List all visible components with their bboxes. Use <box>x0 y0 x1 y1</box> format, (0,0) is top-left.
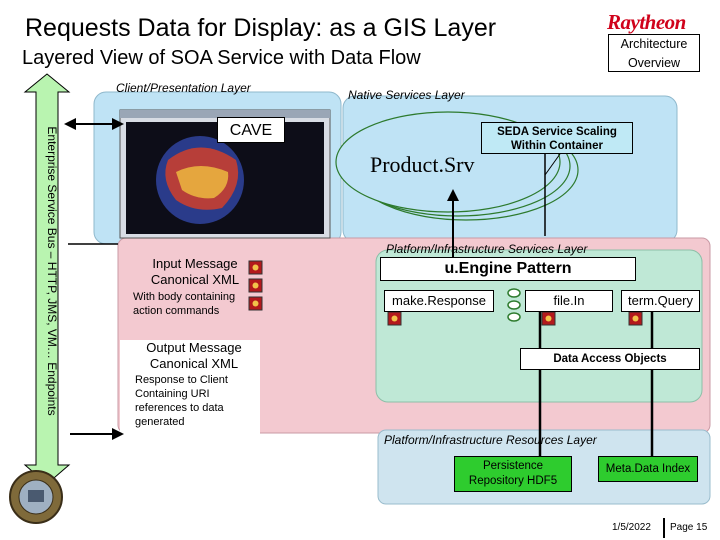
output-body-line-3: references to data <box>135 402 224 414</box>
native-layer-label: Native Services Layer <box>348 88 465 102</box>
esb-label: Enterprise Service Bus – HTTP, JMS, VM… … <box>34 126 59 426</box>
input-body-line-1: With body containing <box>133 291 236 303</box>
footer-date: 1/5/2022 <box>612 522 651 533</box>
raytheon-logo: Raytheon <box>607 10 686 34</box>
seda-scaling-box: SEDA Service Scaling Within Container <box>481 122 633 154</box>
uengine-icons <box>387 311 643 326</box>
output-message-panel <box>120 340 260 435</box>
uengine-pattern-title: u.Engine Pattern <box>380 257 636 281</box>
output-title-line-2: Canonical XML <box>149 356 239 371</box>
cave-screenshot-toolbar <box>120 110 330 118</box>
input-body-line-2: action commands <box>133 305 220 317</box>
input-message-body: With body containing action commands <box>133 290 251 318</box>
output-body-line-4: generated <box>135 416 185 428</box>
persistence-line-2: Repository HDF5 <box>468 475 558 487</box>
platform-services-label: Platform/Infrastructure Services Layer <box>386 242 588 256</box>
agency-seal-center <box>28 490 44 502</box>
seda-connector <box>544 153 561 176</box>
make-response-box: make.Response <box>384 290 494 312</box>
badge-line-2: Overview <box>627 56 681 70</box>
uengine-connector-3 <box>507 312 521 322</box>
footer-page-number: Page 15 <box>670 522 708 533</box>
output-message-title: Output Message Canonical XML <box>138 340 250 372</box>
platform-resources-label: Platform/Infrastructure Resources Layer <box>384 433 597 447</box>
persistence-line-1: Persistence <box>482 460 544 472</box>
output-body-line-1: Response to Client <box>135 374 228 386</box>
esb-label-text: Enterprise Service Bus – HTTP, JMS, VM… … <box>45 126 59 416</box>
page-title: Requests Data for Display: as a GIS Laye… <box>25 14 497 42</box>
seda-line-1: SEDA Service Scaling <box>497 126 617 138</box>
badge-line-1: Architecture <box>620 37 688 51</box>
input-message-icons <box>248 260 263 311</box>
cave-label: CAVE <box>217 117 285 143</box>
page-subtitle: Layered View of SOA Service with Data Fl… <box>22 47 421 69</box>
seda-line-2: Within Container <box>511 140 603 152</box>
uengine-connector-1 <box>507 288 521 298</box>
uengine-connector-2 <box>507 300 521 310</box>
output-message-body: Response to Client Containing URI refere… <box>135 373 253 429</box>
product-srv-label: Product.Srv <box>370 152 475 177</box>
output-title-line-1: Output Message <box>146 340 242 355</box>
input-title-line-2: Canonical XML <box>150 272 240 287</box>
client-layer-label: Client/Presentation Layer <box>116 81 251 95</box>
architecture-overview-badge: Architecture Overview <box>608 34 700 72</box>
cave-globe-band <box>176 166 229 199</box>
term-query-box: term.Query <box>621 290 700 312</box>
metadata-index-box: Meta.Data Index <box>598 456 698 482</box>
data-access-objects-box: Data Access Objects <box>520 348 700 370</box>
input-title-line-1: Input Message <box>152 256 238 271</box>
persistence-repository-box: Persistence Repository HDF5 <box>454 456 572 492</box>
input-message-title: Input Message Canonical XML <box>140 256 250 288</box>
output-body-line-2: Containing URI <box>135 388 210 400</box>
file-in-box: file.In <box>525 290 613 312</box>
